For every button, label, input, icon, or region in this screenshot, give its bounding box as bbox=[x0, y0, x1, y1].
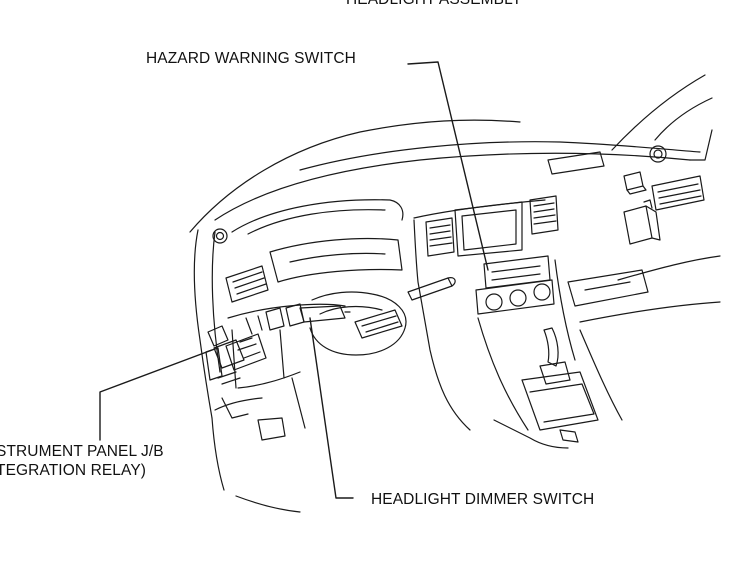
shifter bbox=[543, 327, 559, 367]
climate-knob-left bbox=[485, 293, 503, 311]
left-dash-edge-2 bbox=[211, 231, 221, 373]
right-vent bbox=[651, 175, 705, 211]
console-tray bbox=[521, 371, 599, 431]
center-stack-right bbox=[554, 259, 576, 361]
windshield-frame-right bbox=[611, 74, 706, 151]
upper-dash-top bbox=[299, 141, 701, 171]
windshield-line bbox=[189, 119, 521, 233]
right-speaker bbox=[649, 145, 667, 163]
headlight-dimmer-switch-label: HEADLIGHT DIMMER SWITCH bbox=[371, 491, 595, 508]
instrument-panel-jb-label: STRUMENT PANEL J/B bbox=[0, 443, 164, 460]
right-pillar bbox=[654, 97, 713, 141]
floor-left bbox=[211, 417, 225, 491]
dash-top-pad bbox=[547, 151, 605, 175]
center-display bbox=[454, 201, 523, 257]
relay-small bbox=[623, 171, 644, 191]
dimmer-leader bbox=[309, 317, 354, 499]
relay-large bbox=[623, 205, 653, 245]
integration-relay-label: TEGRATION RELAY) bbox=[0, 462, 147, 479]
left-speaker bbox=[212, 228, 228, 244]
floor-center bbox=[235, 495, 301, 513]
center-stack-top bbox=[413, 199, 546, 219]
glove-box bbox=[567, 269, 649, 307]
left-vent bbox=[225, 265, 269, 303]
cluster-opening bbox=[269, 237, 403, 283]
left-dash-edge bbox=[193, 229, 213, 419]
cluster-inner bbox=[289, 252, 386, 263]
climate-panel bbox=[475, 279, 555, 315]
climate-knob-mid bbox=[509, 289, 527, 307]
center-vent-right bbox=[529, 195, 559, 235]
cluster-hood bbox=[231, 199, 404, 233]
console-right bbox=[579, 329, 623, 421]
hazard-leader bbox=[407, 61, 489, 271]
hazard-warning-switch-label: HAZARD WARNING SWITCH bbox=[146, 50, 356, 67]
right-pillar-2 bbox=[689, 129, 713, 161]
wiper-stalk bbox=[407, 277, 453, 301]
jb-leader bbox=[99, 349, 213, 441]
kick-panel bbox=[214, 397, 263, 411]
center-stack-left bbox=[413, 219, 471, 431]
dash-top-rear bbox=[214, 152, 691, 221]
column-switch-rod bbox=[299, 305, 346, 323]
steering-hub bbox=[354, 309, 403, 339]
cluster-hood-inner bbox=[247, 209, 386, 235]
console-left bbox=[477, 317, 529, 431]
junction-block bbox=[207, 325, 229, 347]
right-dash-lower bbox=[579, 301, 721, 323]
center-vent-left bbox=[425, 217, 455, 257]
climate-knob-right bbox=[533, 283, 551, 301]
steering-shroud bbox=[309, 291, 407, 356]
headlight-assembly-label: HEADLIGHT ASSEMBLY bbox=[346, 0, 522, 10]
